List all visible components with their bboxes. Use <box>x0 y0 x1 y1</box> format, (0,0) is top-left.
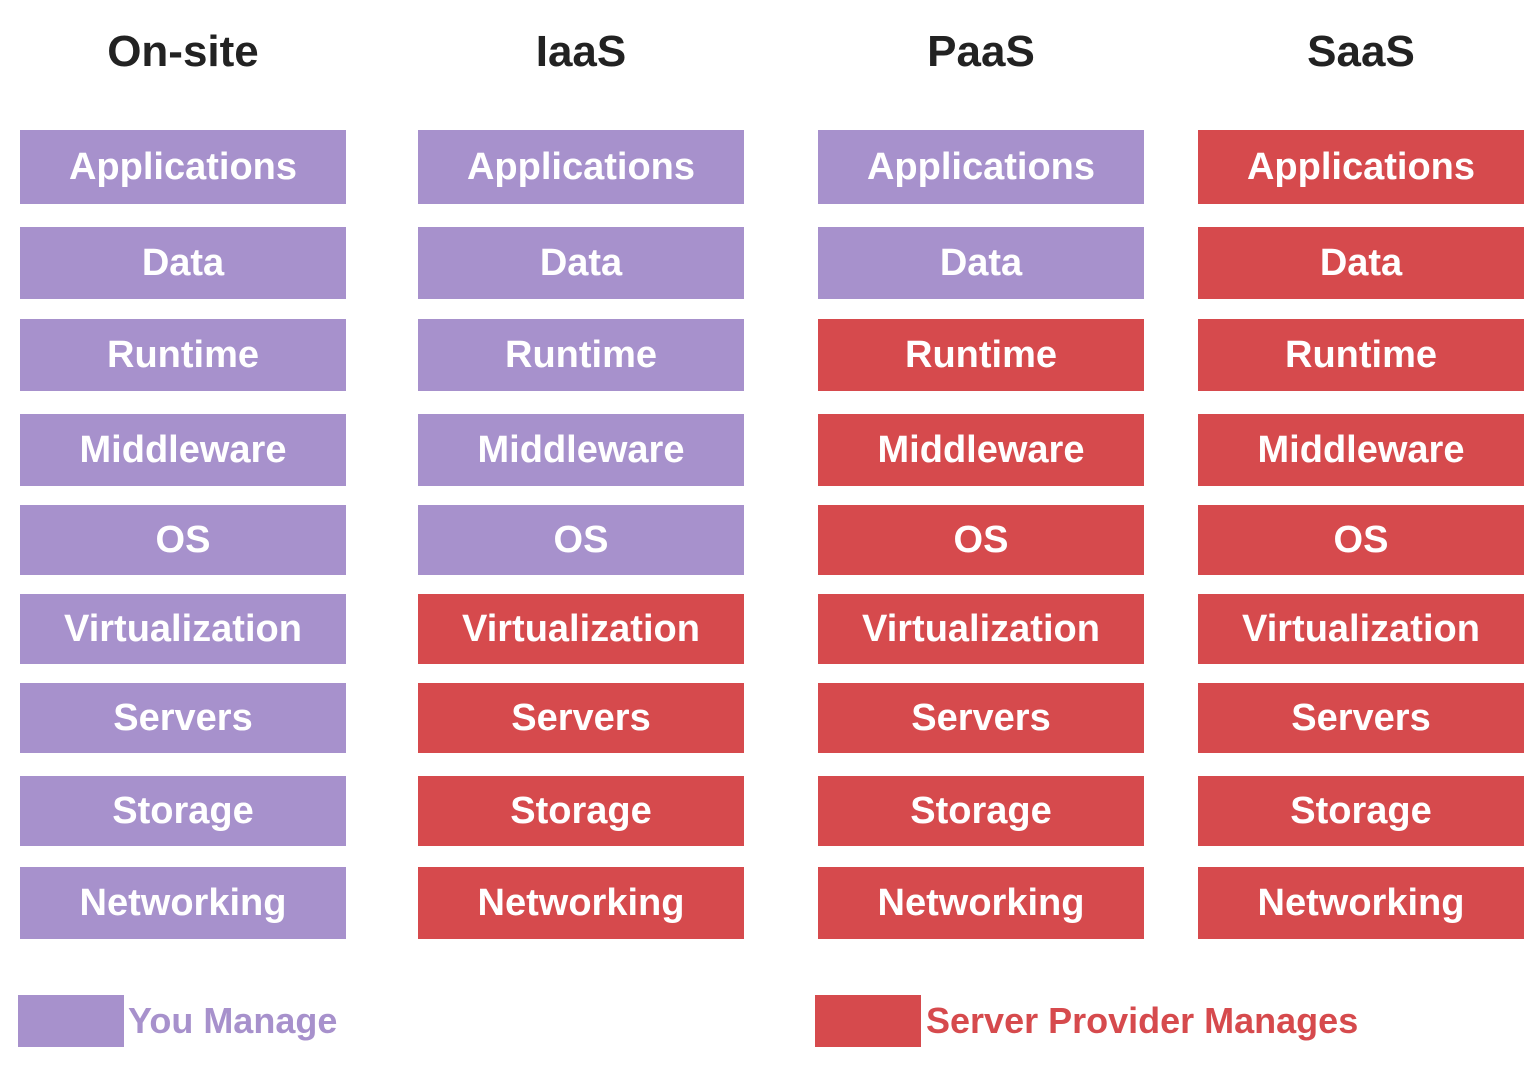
layer-middleware: Middleware <box>418 414 744 486</box>
layer-middleware: Middleware <box>1198 414 1524 486</box>
layer-runtime: Runtime <box>1198 319 1524 391</box>
legend-label-you-manage: You Manage <box>128 1000 338 1041</box>
layer-applications: Applications <box>20 130 346 204</box>
column-title: PaaS <box>927 27 1035 76</box>
layer-middleware: Middleware <box>818 414 1144 486</box>
layer-runtime: Runtime <box>418 319 744 391</box>
layer-servers: Servers <box>20 683 346 753</box>
layer-storage: Storage <box>1198 776 1524 846</box>
layer-networking: Networking <box>1198 867 1524 939</box>
layer-networking: Networking <box>20 867 346 939</box>
layer-servers: Servers <box>1198 683 1524 753</box>
layer-os: OS <box>418 505 744 575</box>
layer-applications: Applications <box>818 130 1144 204</box>
layer-servers: Servers <box>418 683 744 753</box>
layer-networking: Networking <box>418 867 744 939</box>
legend-swatch-you-manage <box>18 995 124 1047</box>
layer-storage: Storage <box>818 776 1144 846</box>
layer-virtualization: Virtualization <box>20 594 346 664</box>
layer-virtualization: Virtualization <box>1198 594 1524 664</box>
layer-data: Data <box>818 227 1144 299</box>
layer-runtime: Runtime <box>818 319 1144 391</box>
layer-storage: Storage <box>418 776 744 846</box>
legend-label-provider-manages: Server Provider Manages <box>926 1000 1359 1041</box>
layer-data: Data <box>418 227 744 299</box>
layer-data: Data <box>20 227 346 299</box>
layer-virtualization: Virtualization <box>418 594 744 664</box>
layer-storage: Storage <box>20 776 346 846</box>
layer-networking: Networking <box>818 867 1144 939</box>
legend-swatch-provider-manages <box>815 995 921 1047</box>
layer-runtime: Runtime <box>20 319 346 391</box>
layer-virtualization: Virtualization <box>818 594 1144 664</box>
column-title: IaaS <box>535 27 627 76</box>
column-title: On-site <box>107 27 259 76</box>
layer-middleware: Middleware <box>20 414 346 486</box>
layer-applications: Applications <box>418 130 744 204</box>
column-title: SaaS <box>1307 27 1415 76</box>
layer-os: OS <box>1198 505 1524 575</box>
layer-servers: Servers <box>818 683 1144 753</box>
layer-applications: Applications <box>1198 130 1524 204</box>
layer-os: OS <box>20 505 346 575</box>
layer-os: OS <box>818 505 1144 575</box>
layer-data: Data <box>1198 227 1524 299</box>
